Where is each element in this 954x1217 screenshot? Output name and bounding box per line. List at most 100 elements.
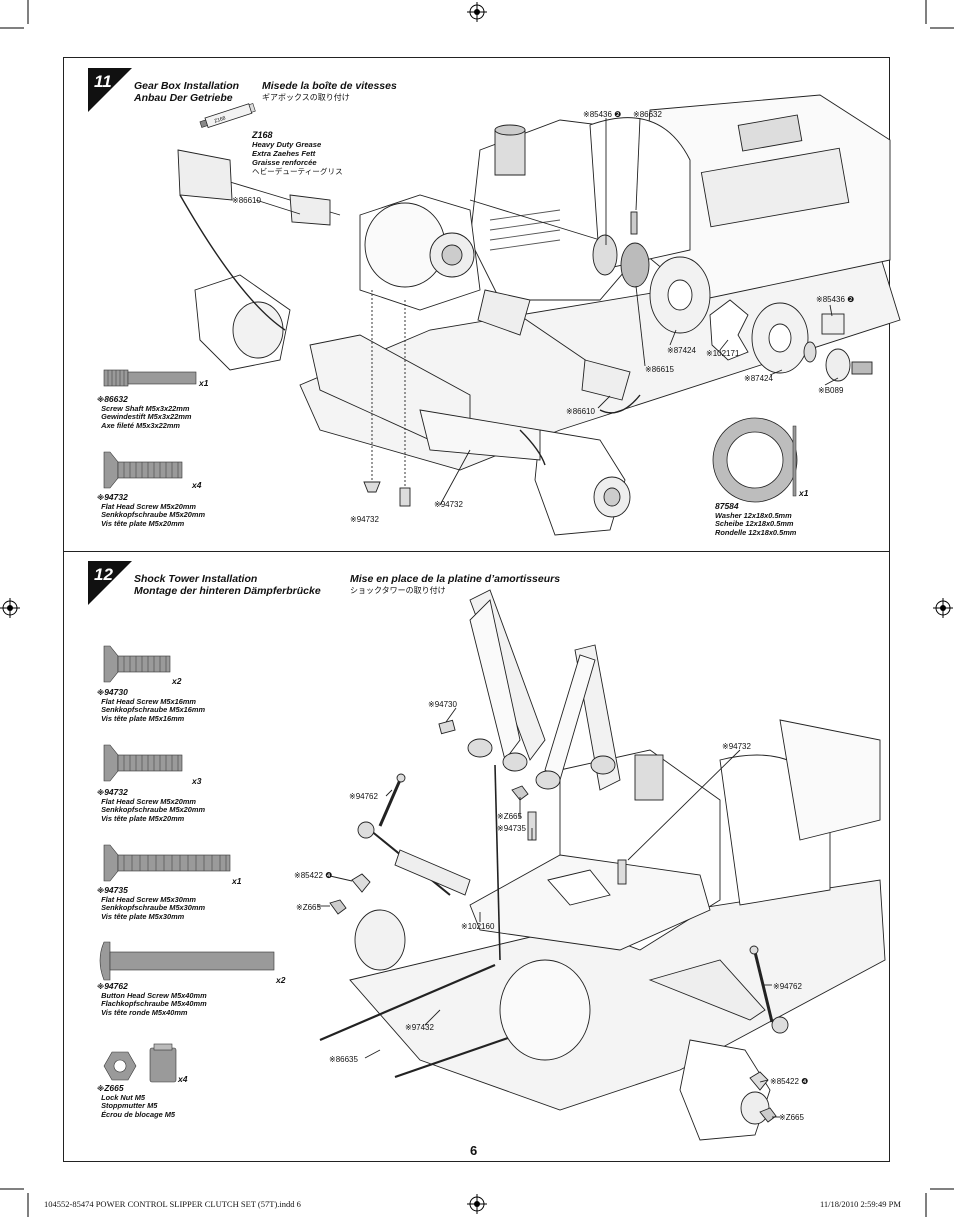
part-94732-qty-b: x3 — [192, 776, 202, 786]
callout-85436-b: ※85436 ❷ — [816, 295, 855, 304]
callout-86610-b: ※86610 — [566, 407, 595, 416]
callout-94732-a: ※94732 — [350, 515, 379, 524]
callout-86610-a: ※86610 — [232, 196, 261, 205]
part-94732-qty-a: x4 — [192, 480, 202, 490]
part-94735-en: Flat Head Screw M5x30mm — [101, 894, 196, 904]
step12-badge — [88, 561, 132, 605]
flat-head-screw-94732-icon-b — [103, 744, 183, 782]
step12-title-jp: ショックタワーの取り付け — [350, 586, 446, 595]
part-z665-code: Z665 — [104, 1083, 124, 1093]
screw-94762-drawn-b — [749, 945, 774, 1023]
callout-94730: ※94730 — [428, 700, 457, 709]
callout-z665-a: ※Z665 — [497, 812, 522, 821]
part-94735-qty: x1 — [232, 876, 242, 886]
part-94732-fr-a: Vis tête plate M5x20mm — [101, 518, 185, 528]
callout-94735: ※94735 — [497, 824, 526, 833]
step12-title-de: Montage der hinteren Dämpferbrücke — [134, 585, 321, 597]
washer-en: Washer 12x18x0.5mm — [715, 510, 792, 520]
step11-number: 11 — [94, 72, 112, 91]
callout-85422-b: ※85422 ❹ — [770, 1077, 809, 1086]
registration-mark-left — [0, 598, 20, 618]
part-94732-en-a: Flat Head Screw M5x20mm — [101, 501, 196, 511]
callout-86635: ※86635 — [329, 1055, 358, 1064]
part-86632-code: 86632 — [104, 394, 128, 404]
step11-title-de: Anbau Der Getriebe — [134, 92, 233, 104]
step11-title-fr: Misede la boîte de vitesses — [262, 80, 397, 92]
part-94730-de: Senkkopfschraube M5x16mm — [101, 705, 206, 715]
part-94732-fr-b: Vis tête plate M5x20mm — [101, 813, 185, 823]
callout-102171: ※102171 — [706, 349, 740, 358]
screw-shaft-86632-icon — [103, 369, 197, 387]
washer-fr: Rondelle 12x18x0.5mm — [715, 527, 797, 537]
part-94730-code: 94730 — [104, 687, 128, 697]
callout-102160: ※102160 — [461, 922, 495, 931]
registration-mark-top — [467, 2, 487, 22]
part-86632-en: Screw Shaft M5x3x22mm — [101, 403, 190, 413]
part-94762-de: Flachkopfschraube M5x40mm — [101, 999, 207, 1009]
footer-timestamp: 11/18/2010 2:59:49 PM — [820, 1199, 901, 1209]
part-94762-fr: Vis tête ronde M5x40mm — [101, 1007, 188, 1017]
part-94732-en-b: Flat Head Screw M5x20mm — [101, 796, 196, 806]
flat-head-screw-94732-icon — [103, 451, 183, 489]
part-94735-code: 94735 — [104, 885, 128, 895]
part-94762-code: 94762 — [104, 981, 128, 991]
part-86632-qty: x1 — [199, 378, 209, 388]
part-94732-code-b: 94732 — [104, 787, 128, 797]
lock-nut-z665-icon — [103, 1043, 177, 1083]
part-94730-qty: x2 — [172, 676, 182, 686]
svg-text:Z168: Z168 — [214, 115, 227, 124]
callout-87424-a: ※87424 — [667, 346, 696, 355]
callout-97432: ※97432 — [405, 1023, 434, 1032]
part-94732-de-a: Senkkopfschraube M5x20mm — [101, 510, 206, 520]
callout-94762-a: ※94762 — [349, 792, 378, 801]
grease-fr: Graisse renforcée — [252, 158, 317, 167]
registration-mark-right — [933, 598, 953, 618]
part-86632-fr: Axe fileté M5x3x22mm — [101, 420, 180, 430]
step12-title-en: Shock Tower Installation — [134, 573, 258, 585]
step-divider — [63, 551, 890, 552]
part-94730-en: Flat Head Screw M5x16mm — [101, 696, 196, 706]
part-z665-fr: Écrou de blocage M5 — [101, 1109, 176, 1119]
flat-head-screw-94735-icon — [103, 844, 231, 882]
grease-jp: ヘビーデューティーグリス — [252, 167, 343, 176]
callout-85436-a: ※85436 ❷ — [583, 110, 622, 119]
part-94735-fr: Vis tête plate M5x30mm — [101, 911, 185, 921]
callout-94732-b: ※94732 — [434, 500, 463, 509]
part-86632-de: Gewindestift M5x3x22mm — [101, 412, 192, 422]
page-number: 6 — [470, 1143, 478, 1158]
washer-qty: x1 — [799, 488, 809, 498]
callout-b089: ※B089 — [818, 386, 844, 395]
part-94735-de: Senkkopfschraube M5x30mm — [101, 903, 206, 913]
washer-de: Scheibe 12x18x0.5mm — [715, 519, 794, 529]
flat-head-screw-94730-icon — [103, 645, 171, 683]
step12-title-fr: Mise en place de la platine d’amortisseu… — [350, 573, 561, 585]
step11-badge — [88, 68, 134, 114]
part-z665-qty: x4 — [178, 1074, 188, 1084]
step11-title-jp: ギアボックスの取り付け — [262, 93, 350, 102]
part-z665-de: Stoppmutter M5 — [101, 1101, 158, 1111]
part-94762-qty: x2 — [276, 975, 286, 985]
button-head-screw-94762-icon — [99, 941, 275, 981]
part-94730-fr: Vis tête plate M5x16mm — [101, 713, 185, 723]
callout-z665-c: ※Z665 — [779, 1113, 804, 1122]
part-94732-code-a: 94732 — [104, 492, 128, 502]
grease-en: Heavy Duty Grease — [252, 140, 322, 149]
page-frame — [63, 57, 890, 1162]
grease-code: Z168 — [252, 130, 273, 140]
part-94732-de-b: Senkkopfschraube M5x20mm — [101, 805, 206, 815]
callout-z665-b: ※Z665 — [296, 903, 321, 912]
part-94762-en: Button Head Screw M5x40mm — [101, 990, 207, 1000]
step11-title-en: Gear Box Installation — [134, 80, 240, 92]
registration-mark-bottom — [467, 1194, 487, 1214]
washer-87584-icon — [712, 417, 798, 503]
callout-87424-b: ※87424 — [744, 374, 773, 383]
footer-file: 104552-85474 POWER CONTROL SLIPPER CLUTC… — [44, 1199, 301, 1209]
callout-94762-b: ※94762 — [773, 982, 802, 991]
callout-85422-a: ※85422 ❹ — [294, 871, 333, 880]
callout-86615: ※86615 — [645, 365, 674, 374]
